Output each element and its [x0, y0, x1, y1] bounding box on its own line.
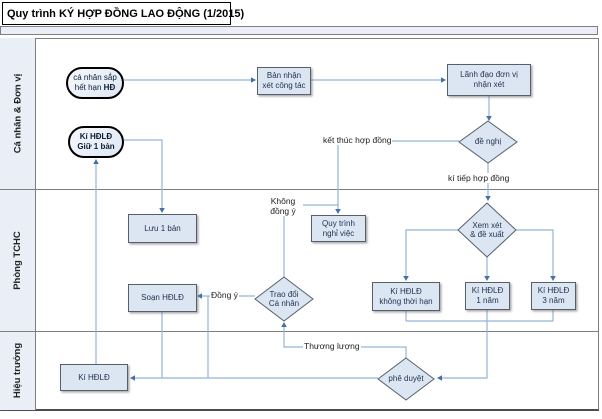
decision-label: & đề xuất [470, 230, 504, 239]
process-review-document: Bản nhận xét công tác [257, 67, 311, 95]
terminator-line1: cá nhân sắp [73, 73, 117, 82]
decision-label: đề nghị [474, 137, 502, 147]
terminator-line2: Giữ 1 bản [77, 142, 115, 151]
process-label: 3 năm [542, 296, 565, 305]
lane-label: Cá nhân & Đơn vị [12, 73, 24, 154]
process-leader-review: Lãnh đạo đơn vị nhận xét [447, 64, 531, 96]
lane-label: Hiệu trưởng [12, 342, 24, 399]
process-label: Lãnh đạo đơn vị [460, 70, 518, 79]
decision-approve: phê duyệt [378, 372, 434, 386]
terminator-line2: hết hạn HĐ [74, 83, 116, 92]
edge-label-continue-contract: kí tiếp hợp đồng [447, 173, 511, 183]
decision-discuss-individual: Trao đổi Cá nhân [255, 284, 313, 314]
process-label: nghỉ việc [322, 228, 355, 238]
terminator-contract-expiring: cá nhân sắp hết hạn HĐ [66, 67, 124, 99]
terminator-sign-keep-copy: Kí HĐLĐ Giữ 1 bản [68, 126, 124, 158]
process-label: nhận xét [473, 80, 505, 89]
process-label: Kí HĐLĐ [78, 372, 110, 382]
process-label: Quy trình [322, 218, 355, 228]
process-draft-contract: Soạn HĐLĐ [128, 284, 197, 312]
process-label: Kí HĐLĐ [390, 286, 422, 296]
lane-separator [0, 331, 599, 332]
process-sign-no-term: Kí HĐLĐ không thời hạn [372, 282, 440, 311]
terminator-line1: Kí HĐLĐ [79, 132, 113, 141]
decision-label: Xem xét [472, 220, 502, 230]
decision-consider-suggest: Xem xét & đề xuất [458, 214, 516, 246]
process-label: không thời hạn [379, 296, 433, 306]
process-label: xét công tác [262, 81, 306, 90]
decision-label: phê duyệt [388, 374, 424, 384]
process-label: Bản nhận [266, 71, 302, 80]
edge-label-disagree: Không đồng ý [263, 196, 303, 216]
process-principal-sign: Kí HĐLĐ [60, 364, 128, 391]
process-label: Soạn HĐLĐ [141, 293, 184, 302]
process-label: Kí HĐLĐ [537, 286, 570, 295]
process-label: 1 năm [476, 296, 499, 305]
diagram-title: Quy trình KÝ HỢP ĐỒNG LAO ĐỘNG (1/2015) [2, 2, 244, 25]
lane-label: Phòng TCHC [12, 230, 24, 290]
lane-phong-tchc: Phòng TCHC [0, 189, 36, 331]
lane-hieu-truong: Hiệu trưởng [0, 331, 36, 410]
process-label: Kí HĐLĐ [471, 286, 504, 295]
decision-label: Trao đổi [269, 289, 299, 299]
lane-separator [0, 189, 599, 190]
lane-ca-nhan-don-vi: Cá nhân & Đơn vị [0, 38, 36, 189]
phase-strip [0, 26, 598, 35]
process-sign-1-year: Kí HĐLĐ 1 năm [465, 282, 510, 310]
process-resignation: Quy trình nghỉ việc [311, 215, 366, 242]
decision-propose: đề nghị [459, 135, 517, 149]
process-keep-one-copy: Lưu 1 bản [128, 214, 197, 243]
edge-label-negotiate: Thương lượng [303, 341, 361, 351]
process-label: Lưu 1 bản [144, 223, 181, 233]
decision-label: Cá nhân [268, 299, 300, 308]
edge-label-end-contract: kết thúc hợp đồng [322, 135, 393, 145]
process-sign-3-year: Kí HĐLĐ 3 năm [531, 282, 576, 310]
edge-label-agree: Đồng ý [210, 290, 239, 300]
diagram-title-text: Quy trình KÝ HỢP ĐỒNG LAO ĐỘNG (1/2015) [7, 7, 245, 20]
